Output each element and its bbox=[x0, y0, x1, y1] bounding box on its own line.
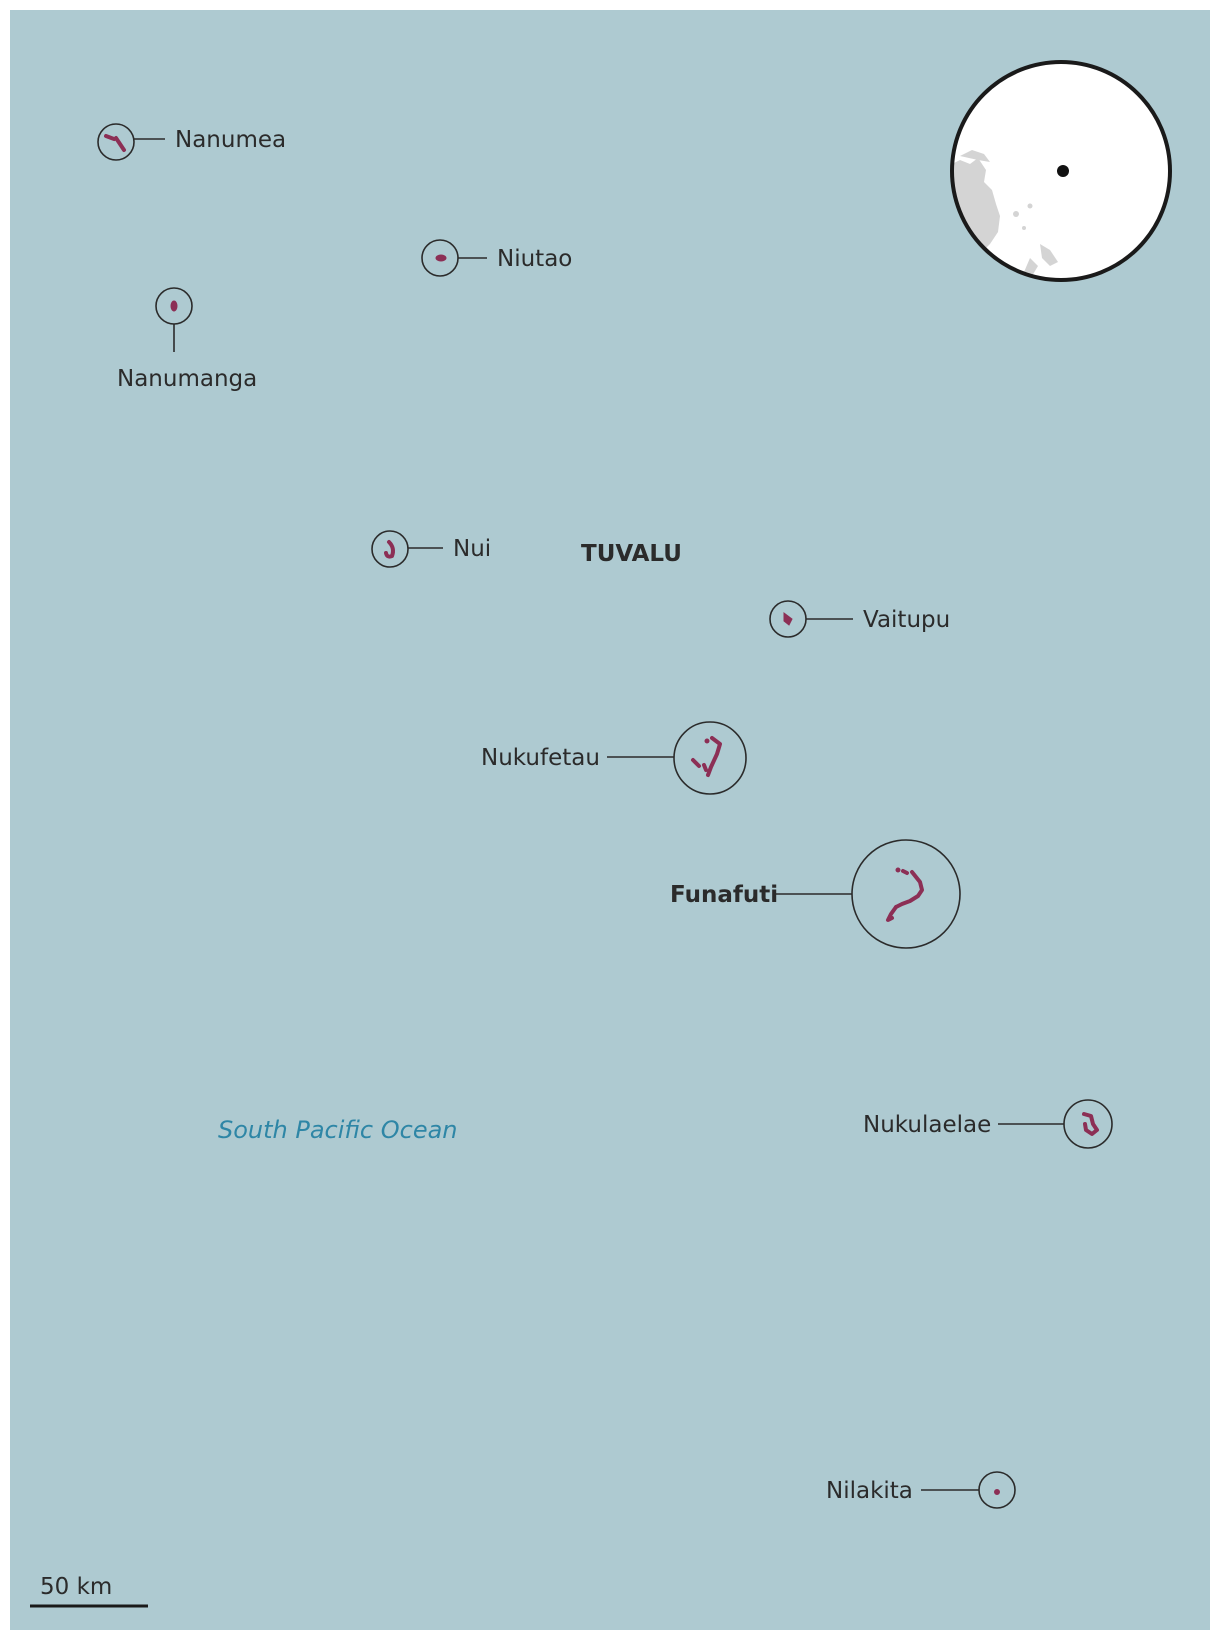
island-label-nanumea: Nanumea bbox=[175, 127, 286, 153]
island-nanumanga[interactable]: Nanumanga bbox=[117, 287, 257, 392]
island-label-nukulaelae: Nukulaelae bbox=[863, 1112, 991, 1138]
island-label-nui: Nui bbox=[453, 536, 491, 562]
island-label-nilakita: Nilakita bbox=[826, 1478, 913, 1504]
ocean-label: South Pacific Ocean bbox=[218, 1116, 458, 1144]
island-nanumea[interactable]: Nanumea bbox=[97, 123, 286, 161]
island-label-funafuti: Funafuti bbox=[670, 882, 778, 908]
scale-bar: 50 km bbox=[30, 1574, 148, 1608]
island-niutao[interactable]: Niutao bbox=[421, 239, 572, 277]
ocean-background bbox=[10, 10, 1210, 1630]
scale-bar-label: 50 km bbox=[40, 1574, 112, 1600]
island-nukufetau[interactable]: Nukufetau bbox=[481, 721, 747, 795]
island-funafuti[interactable]: Funafuti bbox=[670, 839, 961, 949]
country-label: TUVALU bbox=[581, 541, 682, 567]
island-label-vaitupu: Vaitupu bbox=[863, 607, 950, 633]
island-label-nanumanga: Nanumanga bbox=[117, 366, 257, 392]
island-label-nukufetau: Nukufetau bbox=[481, 745, 600, 771]
island-label-niutao: Niutao bbox=[497, 246, 572, 272]
island-nukulaelae[interactable]: Nukulaelae bbox=[863, 1099, 1113, 1149]
location-marker bbox=[1057, 165, 1069, 177]
island-vaitupu[interactable]: Vaitupu bbox=[769, 600, 950, 638]
island-nui[interactable]: Nui bbox=[371, 530, 491, 568]
island-nilakita[interactable]: Nilakita bbox=[826, 1471, 1016, 1509]
